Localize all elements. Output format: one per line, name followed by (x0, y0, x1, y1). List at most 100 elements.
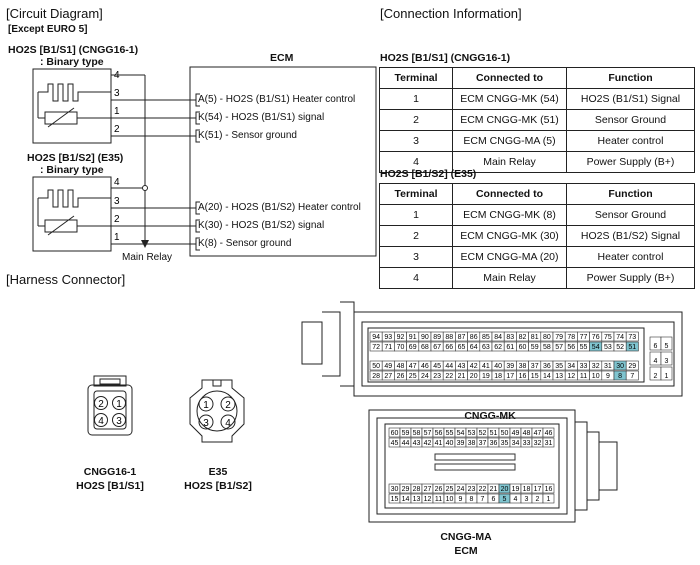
mk-pin-label: 38 (519, 363, 527, 370)
mk-pin-label: 65 (458, 344, 466, 351)
ecm-label: ECM (270, 52, 294, 64)
cell: 4 (379, 267, 453, 289)
cell: 1 (379, 88, 453, 110)
ma-pin-label: 41 (435, 440, 443, 447)
mk-pin-label: 60 (519, 344, 527, 351)
mk-pin-label: 31 (604, 363, 612, 370)
connector-housing (87, 384, 133, 436)
pin-label: 1 (203, 400, 209, 411)
cell: 1 (379, 204, 453, 226)
ecm-signal-text: (51) - Sensor ground (204, 130, 297, 141)
mk-pin-label: 21 (458, 373, 466, 380)
mk-pin-label: 43 (458, 363, 466, 370)
mk-pin-label: 28 (372, 373, 380, 380)
ma-pin-label: 29 (402, 486, 410, 493)
sensor2-type: : Binary type (40, 164, 104, 176)
header-terminal: Terminal (379, 67, 453, 89)
ma-pin-label: 54 (457, 430, 465, 437)
cell: Heater control (566, 130, 695, 152)
mk-pin-label: 86 (470, 334, 478, 341)
mk-pin-label: 19 (482, 373, 490, 380)
cell: Power Supply (B+) (566, 267, 695, 289)
header-function: Function (566, 183, 695, 205)
connector-latch (93, 375, 127, 387)
mk-pin-label: 46 (421, 363, 429, 370)
arrow-down-icon (141, 240, 149, 248)
mk-pin-label: 42 (470, 363, 478, 370)
ma-pin-label: 44 (402, 440, 410, 447)
connection-title: [Connection Information] (380, 6, 522, 21)
mk-pin-label: 23 (433, 373, 441, 380)
mk-pin-label: 48 (397, 363, 405, 370)
ecm-conn-letter: K (198, 238, 205, 249)
ma-pin-label: 55 (446, 430, 454, 437)
ma-pin-label: 6 (492, 496, 496, 503)
header-connected-to: Connected to (452, 183, 567, 205)
mk-pin-label: 11 (580, 373, 587, 380)
header-connected-to: Connected to (452, 67, 567, 89)
cngg16-connector: 2 1 4 3 (87, 375, 133, 436)
pin-label: 3 (203, 418, 209, 429)
ma-pin-label: 1 (547, 496, 551, 503)
ma-pin-label: 28 (413, 486, 421, 493)
mk-pin-label: 85 (482, 334, 490, 341)
mk-pin-label: 24 (421, 373, 429, 380)
s2-pin-3: 3 (114, 196, 120, 207)
ma-pin-label: 50 (501, 430, 509, 437)
s1-pin-2: 2 (114, 124, 120, 135)
cell: ECM CNGG-MA (5) (452, 130, 567, 152)
mk-pin-label: 7 (630, 373, 634, 380)
ma-pin-label: 43 (413, 440, 421, 447)
connector-latch (212, 379, 222, 387)
cell: Sensor Ground (566, 204, 695, 226)
s1-pin-3: 3 (114, 88, 120, 99)
sensor1-type: : Binary type (40, 56, 104, 68)
ecm-signal-row: K(51) - Sensor ground (198, 130, 297, 141)
mk-pin-label: 89 (433, 334, 441, 341)
ecm-conn-letter: A (198, 202, 205, 213)
mk-pin-label: 70 (397, 344, 405, 351)
ecm-connector-brackets (195, 93, 200, 251)
ma-pin-label: 9 (459, 496, 463, 503)
ma-pin-label: 4 (514, 496, 518, 503)
ma-pin-label: 15 (391, 496, 399, 503)
cell: 3 (379, 246, 453, 268)
cell: Sensor Ground (566, 109, 695, 131)
ma-pin-label: 48 (523, 430, 531, 437)
mk-side-pin-cell (660, 351, 673, 366)
ma-pin-label: 37 (479, 440, 487, 447)
mk-pin-label: 10 (592, 373, 600, 380)
mk-pin-label: 64 (470, 344, 478, 351)
mk-pin-label: 92 (397, 334, 405, 341)
mk-pin-label: 91 (409, 334, 417, 341)
ma-pin-label: 49 (512, 430, 520, 437)
cell: Heater control (566, 246, 695, 268)
mk-label: CNGG-MK (464, 410, 516, 422)
mk-pin-label: 22 (445, 373, 453, 380)
mk-pin-label: 83 (506, 334, 514, 341)
mk-pin-label: 14 (543, 373, 551, 380)
mk-pin-label: 39 (506, 363, 514, 370)
ma-pin-label: 47 (534, 430, 542, 437)
mk-pin-label: 62 (494, 344, 502, 351)
e35-label: E35 (208, 466, 228, 478)
mk-pin-label: 34 (567, 363, 575, 370)
cell: ECM CNGG-MA (20) (452, 246, 567, 268)
mk-pin-cell (625, 360, 639, 371)
ma-pin-label: 40 (446, 440, 454, 447)
ma-pin-label: 32 (534, 440, 542, 447)
mk-side-pin-label: 1 (665, 373, 669, 380)
ma-pin-label: 24 (457, 486, 465, 493)
mk-pin-label: 45 (433, 363, 441, 370)
mk-pin-label: 66 (445, 344, 453, 351)
mk-pin-cell (625, 331, 639, 342)
ma-pin-label: 17 (534, 486, 542, 493)
mk-pin-label: 41 (482, 363, 490, 370)
ecm-signal-row: K(8) - Sensor ground (198, 238, 291, 249)
mk-pin-label: 74 (616, 334, 624, 341)
mk-pin-label: 51 (628, 344, 636, 351)
ecm-box (189, 66, 377, 257)
ma-pin-label: 7 (481, 496, 485, 503)
mk-pin-label: 55 (580, 344, 588, 351)
